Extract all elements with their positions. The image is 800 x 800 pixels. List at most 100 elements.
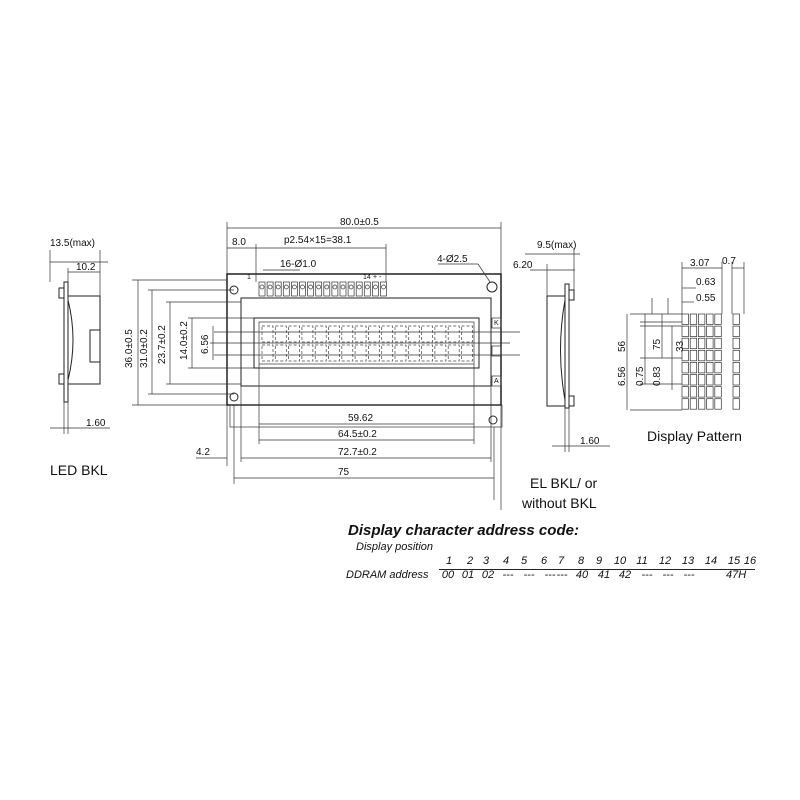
pattern-dot <box>714 398 722 410</box>
display-position-cell: 4 <box>502 555 510 567</box>
pin-hole <box>292 284 297 290</box>
pattern-dot <box>698 349 706 362</box>
character-cell <box>354 325 367 343</box>
display-position-cell: 6 <box>540 555 548 567</box>
ddram-address-cell: --- <box>556 569 568 581</box>
dim-23-7: 23.7±0.2 <box>157 325 168 364</box>
pattern-dot <box>689 374 698 386</box>
display-position-cell: 8 <box>577 555 585 567</box>
pattern-dot <box>689 313 698 325</box>
pattern-dot <box>706 313 714 325</box>
pattern-dot <box>706 349 714 362</box>
pin-pad <box>307 281 314 297</box>
display-position-cell: 1 <box>445 555 453 567</box>
pin-pad <box>274 281 282 297</box>
bottom-dimension-lines <box>196 364 502 510</box>
pattern-dot <box>698 313 706 325</box>
ddram-address-cell: --- <box>502 569 514 581</box>
character-cell <box>274 325 287 343</box>
pin-pad <box>380 281 387 297</box>
label-display-pattern: Display Pattern <box>647 428 742 444</box>
character-cell <box>341 344 354 362</box>
pattern-dot <box>698 386 706 398</box>
display-position-cell: 7 <box>557 555 565 567</box>
dim-10-2: 10.2 <box>76 262 96 273</box>
pattern-dot <box>714 374 722 386</box>
character-cell <box>328 344 340 362</box>
label-led-bkl: LED BKL <box>50 462 108 478</box>
ddram-address-cell: 47H <box>726 569 747 581</box>
pattern-dot <box>681 362 689 374</box>
connector-pins <box>258 281 387 297</box>
pattern-dot <box>706 398 714 410</box>
character-cell <box>368 325 380 343</box>
dim-31: 31.0±0.2 <box>139 329 150 368</box>
ddram-address-cell: 00 <box>441 569 455 581</box>
ddram-address-cell: 02 <box>481 569 495 581</box>
pattern-dot <box>681 349 689 362</box>
pattern-dimension-lines <box>626 262 745 411</box>
pattern-dot <box>706 362 714 374</box>
dim-0-55: 0.55 <box>696 293 716 304</box>
ddram-address-cell: --- <box>523 569 535 581</box>
dim-pitch: p2.54×15=38.1 <box>284 235 352 246</box>
character-cell <box>314 344 327 362</box>
pattern-dot <box>681 398 689 410</box>
character-cell <box>314 325 327 343</box>
pin-pad <box>258 281 266 297</box>
dim-16-holes: 16-Ø1.0 <box>280 259 317 270</box>
el-bkl-side-view <box>525 248 610 452</box>
ddram-address-cell: 01 <box>461 569 475 581</box>
dim-0-7: 0.7 <box>722 256 736 267</box>
display-position-cell: 15 <box>727 555 741 567</box>
pin-k-label: K <box>494 320 499 327</box>
character-cell <box>301 325 314 343</box>
display-position-cell: 14 <box>704 555 718 567</box>
character-cell <box>328 325 340 343</box>
ddram-address-cell: 40 <box>575 569 589 581</box>
pin-hole <box>308 284 313 290</box>
character-cell <box>421 325 433 343</box>
ddram-address-cell: --- <box>683 569 695 581</box>
label-el-bkl-line1: EL BKL/ or <box>530 475 598 491</box>
character-cell <box>261 344 274 362</box>
dim-6-56-mid: 6.56 <box>200 334 211 354</box>
pattern-dot-next-char <box>732 374 740 386</box>
pattern-dot-next-char <box>732 349 740 362</box>
dim-36: 36.0±0.5 <box>124 329 135 368</box>
dim-1-60-right: 1.60 <box>580 436 600 447</box>
pin-pad <box>347 281 355 297</box>
pattern-dot <box>698 374 706 386</box>
display-position-cell: 9 <box>595 555 603 567</box>
ddram-address-cell: --- <box>544 569 556 581</box>
ddram-address-cell: --- <box>662 569 674 581</box>
character-cell <box>434 344 447 362</box>
address-table-title: Display character address code: <box>348 522 579 539</box>
pin-hole <box>340 284 346 290</box>
lcd-front-view <box>226 273 503 428</box>
display-position-cell: 16 <box>743 555 757 567</box>
display-pattern-grid <box>681 313 740 410</box>
pattern-dot <box>689 386 698 398</box>
dim-75: 75 <box>338 467 350 478</box>
pattern-dot-next-char <box>732 398 740 410</box>
pattern-dot <box>681 386 689 398</box>
pin-hole <box>324 284 330 290</box>
dim-59-62: 59.62 <box>348 413 373 424</box>
pin-hole <box>259 284 265 290</box>
dim-4-holes: 4-Ø2.5 <box>437 254 468 265</box>
dim-33: 33 <box>675 340 686 352</box>
character-cell <box>381 344 394 362</box>
pin-pad <box>299 281 306 297</box>
display-position-cell: 5 <box>520 555 528 567</box>
pattern-dot <box>714 349 722 362</box>
pin-hole <box>283 284 289 290</box>
ddram-address-cell: --- <box>641 569 653 581</box>
character-cell <box>407 344 420 362</box>
pattern-dot <box>714 362 722 374</box>
display-position-cell: 13 <box>681 555 695 567</box>
dim-80: 80.0±0.5 <box>340 217 379 228</box>
pattern-dot <box>689 337 698 350</box>
pin-pad <box>266 281 274 297</box>
